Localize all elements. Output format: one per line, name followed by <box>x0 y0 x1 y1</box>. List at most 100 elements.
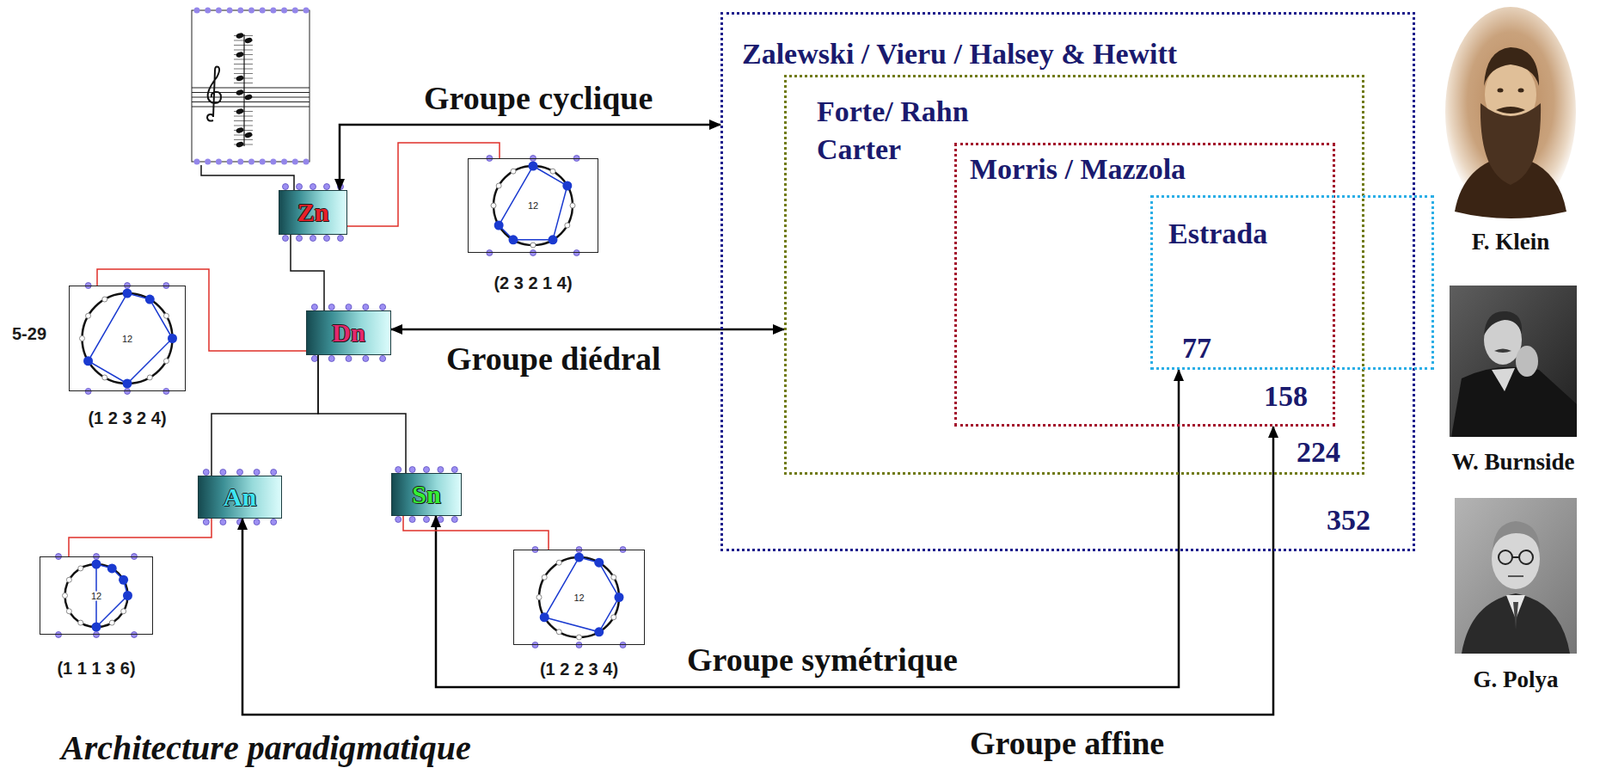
pin-dots <box>486 250 580 257</box>
pin-dot <box>324 183 331 191</box>
class-count: 77 <box>1182 333 1212 363</box>
class-count: 352 <box>1326 505 1371 535</box>
tree-line <box>318 355 406 473</box>
group-label: Groupe cyclique <box>423 80 653 117</box>
pitch-class-dot <box>539 612 550 622</box>
pitch-set <box>83 288 178 389</box>
group-symbol: Dn <box>331 319 365 346</box>
pitch-point <box>163 312 169 319</box>
pitch-points <box>490 163 576 248</box>
pin-dot <box>296 235 303 242</box>
modulus-label: 12 <box>527 201 540 211</box>
pitch-class-dot <box>548 234 558 245</box>
pin-dot <box>324 235 331 242</box>
group-label: Groupe affine <box>969 725 1165 762</box>
pin-dot <box>380 355 387 362</box>
pin-dots <box>311 304 386 311</box>
pitch-polygon <box>88 293 173 384</box>
pitch-point <box>163 358 169 364</box>
example-link <box>68 518 212 557</box>
modulus-label: 12 <box>572 592 585 602</box>
example-link <box>347 142 500 227</box>
portrait-hair <box>1483 311 1522 336</box>
pitch-class-dot <box>167 333 178 344</box>
pin-dot <box>380 304 387 311</box>
portrait-burnside <box>1449 285 1577 437</box>
pin-dot <box>237 469 244 476</box>
pitch-points <box>536 554 622 640</box>
pin-dots <box>395 516 459 523</box>
pitch-class-dot <box>494 220 504 231</box>
group-box: An <box>197 475 282 519</box>
pin-dot <box>310 183 317 191</box>
example-link <box>97 269 307 351</box>
author-group-title: Morris / Mazzola <box>969 153 1186 185</box>
group-arrow <box>435 369 1179 687</box>
pitch-class-dot <box>122 379 133 389</box>
pin-dot <box>437 466 444 473</box>
modulus-label: 12 <box>90 590 103 601</box>
note-head <box>244 36 254 45</box>
portrait-beard <box>1480 103 1541 185</box>
pitch-point <box>79 336 86 342</box>
pin-dot <box>395 516 402 523</box>
pin-dot <box>530 250 537 257</box>
pin-dot <box>423 516 430 523</box>
pin-dot <box>202 469 209 476</box>
group-arrow <box>391 328 785 332</box>
pitch-point <box>102 374 108 381</box>
group-box: Dn <box>306 310 392 356</box>
pin-dot <box>220 519 227 526</box>
frame-fill <box>467 158 599 253</box>
pitch-point <box>550 168 556 174</box>
portrait-caption: G. Polya <box>1473 667 1559 693</box>
pitch-point <box>570 202 576 209</box>
interval-vector: (1 1 1 3 6) <box>56 657 135 679</box>
pitch-circle <box>82 293 173 384</box>
pitch-circle-frame: 12(2 3 2 1 4) <box>467 158 599 253</box>
pitch-point <box>510 168 516 174</box>
pitch-point <box>121 608 127 614</box>
frame-fill <box>68 285 186 392</box>
group-arrow <box>242 426 1274 715</box>
pin-dot <box>311 355 318 362</box>
portrait-glasses <box>1519 550 1533 564</box>
portrait-glasses <box>1498 550 1513 564</box>
portrait-mustache <box>1494 349 1512 354</box>
pitch-class-dot <box>107 563 117 573</box>
pitch-class-dot <box>83 355 93 366</box>
pitch-class-dot <box>508 234 519 245</box>
pitch-circle <box>493 165 573 246</box>
interval-vector: (1 2 2 3 4) <box>539 658 619 680</box>
group-symbol: An <box>223 484 257 510</box>
portrait-hand <box>1515 345 1539 377</box>
pin-dot <box>451 466 458 473</box>
pin-dots <box>282 183 344 191</box>
note-head <box>235 107 246 116</box>
pin-dot <box>85 388 92 395</box>
pin-dot <box>270 519 277 526</box>
pin-dot <box>345 304 352 311</box>
pin-dot <box>423 466 430 473</box>
pin-dots <box>311 355 386 362</box>
pitch-point <box>556 629 562 635</box>
pin-dot <box>437 516 444 523</box>
pitch-class-dot <box>594 626 604 637</box>
pitch-point <box>611 614 617 620</box>
pitch-set <box>494 161 573 246</box>
pin-dot <box>576 642 583 649</box>
interval-vector: (2 3 2 1 4) <box>493 272 572 294</box>
author-group-title: Estrada <box>1168 217 1268 250</box>
pitch-point <box>496 183 502 189</box>
pin-dot <box>124 388 131 395</box>
pin-dot <box>451 516 458 523</box>
group-symbol: Zn <box>297 199 330 226</box>
pin-dot <box>93 631 100 638</box>
pitch-circle-frame: 12(1 2 2 3 4) <box>513 549 645 645</box>
staff-frame <box>191 10 310 162</box>
pin-dot <box>253 469 260 476</box>
pitch-class-dot <box>91 559 102 570</box>
pin-dot <box>362 304 369 311</box>
frame-fill <box>39 556 154 635</box>
